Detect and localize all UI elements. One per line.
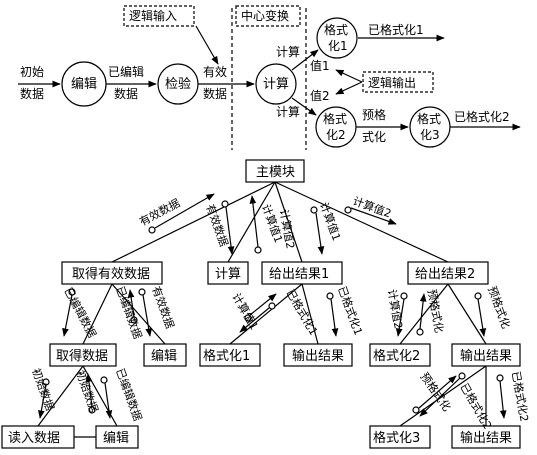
compute-b-label: 计算 [276,104,300,119]
structure-chart [1,159,521,449]
format2-module-label: 格式化2 [373,348,420,364]
logic-output-label: 逻辑输出 [368,75,416,90]
couple-f2b-label: 预格式化 [425,288,446,334]
format1-module-label: 格式化1 [203,348,250,364]
couple-r1-label: 初始数据 [29,366,57,412]
couple-f1b-label: 已格式化1 [283,287,321,338]
out2-label: 已格式化2 [454,109,510,124]
get-valid-label: 取得有效数据 [72,266,150,282]
dfd-labels: 初始 数据 编辑 已编辑 数据 检验 有效 数据 计算 逻辑输入 中心变换 计算… [20,8,510,144]
format2-label-1: 格式 [323,111,347,126]
format3-module-label: 格式化3 [373,430,420,446]
format2-label-2: 化2 [326,128,346,142]
couple-f1a-label: 计算值1 [229,291,261,333]
format1-label-1: 格式 [324,22,348,37]
edited-label-1: 已编辑 [108,64,144,79]
main-module-label: 主模块 [256,165,295,180]
couple-labels: 有效数据 有效数据 计算值1 计算值2 计算值1 计算值2 已编辑数据 已编辑数… [29,194,532,432]
couple-oc-label: 已格式化2 [509,370,532,423]
input-label-2: 数据 [20,86,44,101]
logic-input-box [123,5,195,27]
check-bubble-label: 检验 [165,76,191,92]
read-data-label: 读入数据 [8,431,60,446]
edit-bubble-label: 编辑 [71,77,97,92]
format1-bubble [316,17,358,59]
couple-valid-label: 有效数据 [137,196,182,229]
couple-r3-label: 已编辑数据 [113,366,145,422]
compute-bubble-label: 计算 [263,77,289,92]
out1-label: 已格式化1 [368,22,424,37]
val2-label: 值2 [310,88,330,103]
input-label-1: 初始 [20,65,44,79]
out2-module-label: 给出结果2 [415,267,475,282]
output-b-label: 输出结果 [460,348,512,364]
couple-o2-label: 计算值2 [351,194,393,221]
logic-input-label: 逻辑输入 [129,8,177,23]
compute-module-label: 计算 [215,267,241,282]
format1-label-2: 化1 [328,39,348,53]
valid-label-1: 有效 [203,64,227,79]
pre-label-1: 预格 [362,107,386,122]
couple-ob-label: 预格式化 [485,284,513,330]
structure-chart-node-labels: 主模块 取得有效数据 计算 给出结果1 给出结果2 取得数据 编辑 格式化1 输… [8,165,512,446]
logic-output-box [362,71,434,93]
center-transform-box [235,5,301,27]
pre-label-2: 式化 [362,130,386,144]
couple-oa-label: 已格式化1 [335,284,366,337]
get-data-label: 取得数据 [56,348,108,364]
couple-cv1-label: 有效数据 [203,202,231,248]
couple-g3-label: 有效数据 [149,284,177,330]
compute-a-label: 计算 [276,44,300,59]
edit-module-label: 编辑 [151,349,177,364]
compute-bubble [255,63,297,105]
edit2-module-label: 编辑 [103,431,129,446]
val1-label: 值1 [310,58,330,73]
format3-label-1: 格式 [417,111,441,126]
couple-f2a-label: 计算值2 [385,288,406,330]
valid-label-2: 数据 [203,86,227,101]
format3-label-2: 化3 [420,128,440,142]
out1-module-label: 给出结果1 [269,267,329,282]
data-flow-diagram [18,5,521,150]
output-c-label: 输出结果 [460,430,512,446]
center-transform-label: 中心变换 [241,8,289,23]
couple-o1-label: 计算值1 [317,200,344,242]
edited-label-2: 数据 [114,86,138,101]
couple-f3b-label: 已格式化2 [457,381,495,432]
couple-g1-label: 已编辑数据 [61,285,99,340]
output-a-label: 输出结果 [292,348,344,364]
couple-cv3-label: 计算值2 [277,208,298,250]
data-couples [38,193,507,419]
